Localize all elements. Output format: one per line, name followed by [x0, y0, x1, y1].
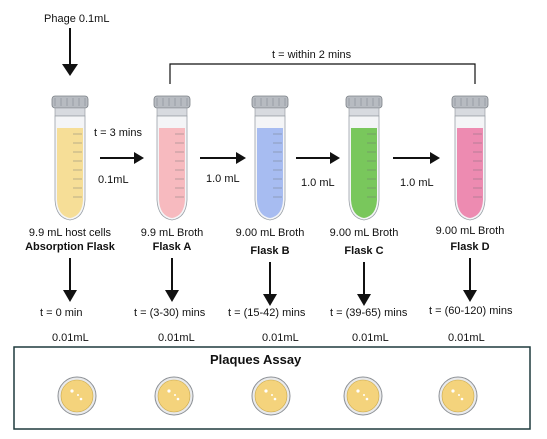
sample-arrow-head: [357, 294, 371, 306]
tube-liquid: [57, 128, 83, 218]
tube-neck: [156, 107, 188, 117]
phage-label: Phage 0.1mL: [44, 13, 109, 25]
tube-2: [153, 95, 191, 221]
sample-time: t = 0 min: [40, 307, 83, 319]
petri-plate-2: [154, 376, 194, 416]
tube-name: Flask A: [153, 241, 192, 253]
tube-caption: 9.9 mL host cells: [29, 227, 112, 239]
phage-arrow-head: [62, 64, 78, 76]
transfer-label-1: 1.0 mL: [206, 173, 240, 185]
sample-arrow-head: [263, 294, 277, 306]
plaque-dot: [460, 397, 464, 401]
transfer-arrow-head: [330, 152, 340, 164]
tube-5: [451, 95, 489, 221]
sample-volume: 0.01mL: [352, 332, 389, 344]
tube-name: Absorption Flask: [25, 241, 116, 253]
tube-cap: [51, 95, 89, 109]
petri-plate-5: [438, 376, 478, 416]
plaque-dot: [365, 397, 369, 401]
plaque-dot: [273, 397, 277, 401]
transfer-arrow-head: [134, 152, 144, 164]
plaque-dot: [356, 389, 360, 393]
tube-neck: [254, 107, 286, 117]
tube-4: [345, 95, 383, 221]
transfer-first-volume: 0.1mL: [98, 174, 129, 186]
sample-volume: 0.01mL: [262, 332, 299, 344]
tube-liquid: [457, 128, 483, 218]
sample-volume: 0.01mL: [158, 332, 195, 344]
tube-1: [51, 95, 89, 221]
tube-cap: [251, 95, 289, 109]
transfer-label-3: 1.0 mL: [400, 177, 434, 189]
plaque-dot: [458, 394, 460, 396]
tube-liquid: [351, 128, 377, 218]
sample-arrow-head: [63, 290, 77, 302]
tube-row: [51, 95, 489, 221]
tube-neck: [54, 107, 86, 117]
tube-name: Flask D: [450, 241, 489, 253]
petri-plate-4: [343, 376, 383, 416]
tube-caption: 9.00 mL Broth: [236, 227, 305, 239]
tube-caption: 9.9 mL Broth: [141, 227, 204, 239]
plaque-dot: [174, 394, 176, 396]
petri-plate-1: [57, 376, 97, 416]
transfer-arrows: [100, 152, 440, 164]
transfer-label-2: 1.0 mL: [301, 177, 335, 189]
plate-row: [57, 376, 478, 416]
plaques-assay-box: [13, 346, 531, 430]
sample-arrow-head: [165, 290, 179, 302]
plaque-dot: [77, 394, 79, 396]
tube-neck: [348, 107, 380, 117]
plate-agar: [441, 379, 475, 413]
plaque-dot: [79, 397, 83, 401]
tube-name: Flask B: [250, 245, 289, 257]
tube-neck: [454, 107, 486, 117]
plate-agar: [254, 379, 288, 413]
transfer-first-time: t = 3 mins: [94, 127, 142, 139]
tube-liquid: [257, 128, 283, 218]
tube-caption: 9.00 mL Broth: [436, 225, 505, 237]
tube-name: Flask C: [344, 245, 383, 257]
plate-agar: [157, 379, 191, 413]
plaque-dot: [271, 394, 273, 396]
transfer-arrow-head: [430, 152, 440, 164]
time-bracket: [169, 63, 476, 84]
plaque-dot: [70, 389, 74, 393]
petri-plate-3: [251, 376, 291, 416]
tube-cap: [153, 95, 191, 109]
sample-time: t = (3-30) mins: [134, 307, 206, 319]
plaque-dot: [176, 397, 180, 401]
plaque-dot: [451, 389, 455, 393]
plate-agar: [346, 379, 380, 413]
sample-time: t = (60-120) mins: [429, 305, 513, 317]
tube-caption: 9.00 mL Broth: [330, 227, 399, 239]
sample-time: t = (15-42) mins: [228, 307, 306, 319]
sample-volume: 0.01mL: [52, 332, 89, 344]
plaque-dot: [363, 394, 365, 396]
tube-cap: [345, 95, 383, 109]
assay-title: Plaques Assay: [210, 352, 302, 367]
sample-arrow-head: [463, 290, 477, 302]
plaque-dot: [167, 389, 171, 393]
sample-time: t = (39-65) mins: [330, 307, 408, 319]
bracket-label: t = within 2 mins: [272, 49, 352, 61]
plate-agar: [60, 379, 94, 413]
plaque-dot: [264, 389, 268, 393]
tube-liquid: [159, 128, 185, 218]
tube-cap: [451, 95, 489, 109]
transfer-arrow-head: [236, 152, 246, 164]
tube-3: [251, 95, 289, 221]
sample-volume: 0.01mL: [448, 332, 485, 344]
